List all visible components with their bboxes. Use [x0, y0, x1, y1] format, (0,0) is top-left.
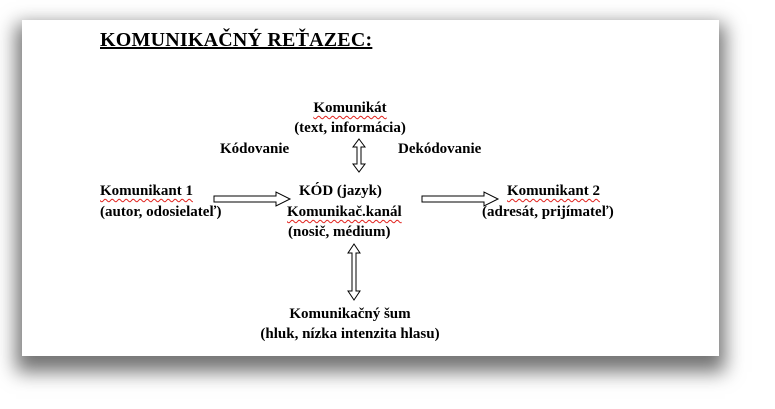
diagram-title: KOMUNIKAČNÝ REŤAZEC:: [100, 29, 373, 51]
channel-name: Komunikač.kanál: [287, 204, 402, 220]
message-detail: (text, informácia): [294, 120, 406, 136]
channel-noise-double-arrow: [347, 243, 361, 301]
noise-name: Komunikačný šum: [289, 306, 411, 322]
receiver-name: Komunikant 2: [507, 183, 600, 199]
sender-name: Komunikant 1: [100, 183, 193, 199]
channel-detail: (nosič, médium): [288, 224, 391, 240]
receiver-detail: (adresát, prijímateľ): [482, 204, 614, 220]
sender-detail: (autor, odosielateľ): [100, 204, 222, 220]
receiver-node: Komunikant 2: [507, 182, 600, 200]
noise-detail: (hluk, nízka intenzita hlasu): [260, 326, 440, 342]
encoding-label: Kódovanie: [220, 141, 290, 157]
message-code-double-arrow: [352, 138, 366, 173]
decoding-label: Dekódovanie: [398, 141, 482, 157]
message-name: Komunikát: [313, 100, 387, 116]
channel-node: Komunikač.kanál: [287, 203, 402, 221]
sender-node: Komunikant 1: [100, 182, 193, 200]
message-node: Komunikát: [270, 99, 430, 117]
code-label: KÓD (jazyk): [299, 183, 382, 199]
code-to-receiver-arrow: [421, 191, 500, 207]
sender-to-code-arrow: [213, 191, 292, 207]
diagram-card: [22, 20, 719, 356]
